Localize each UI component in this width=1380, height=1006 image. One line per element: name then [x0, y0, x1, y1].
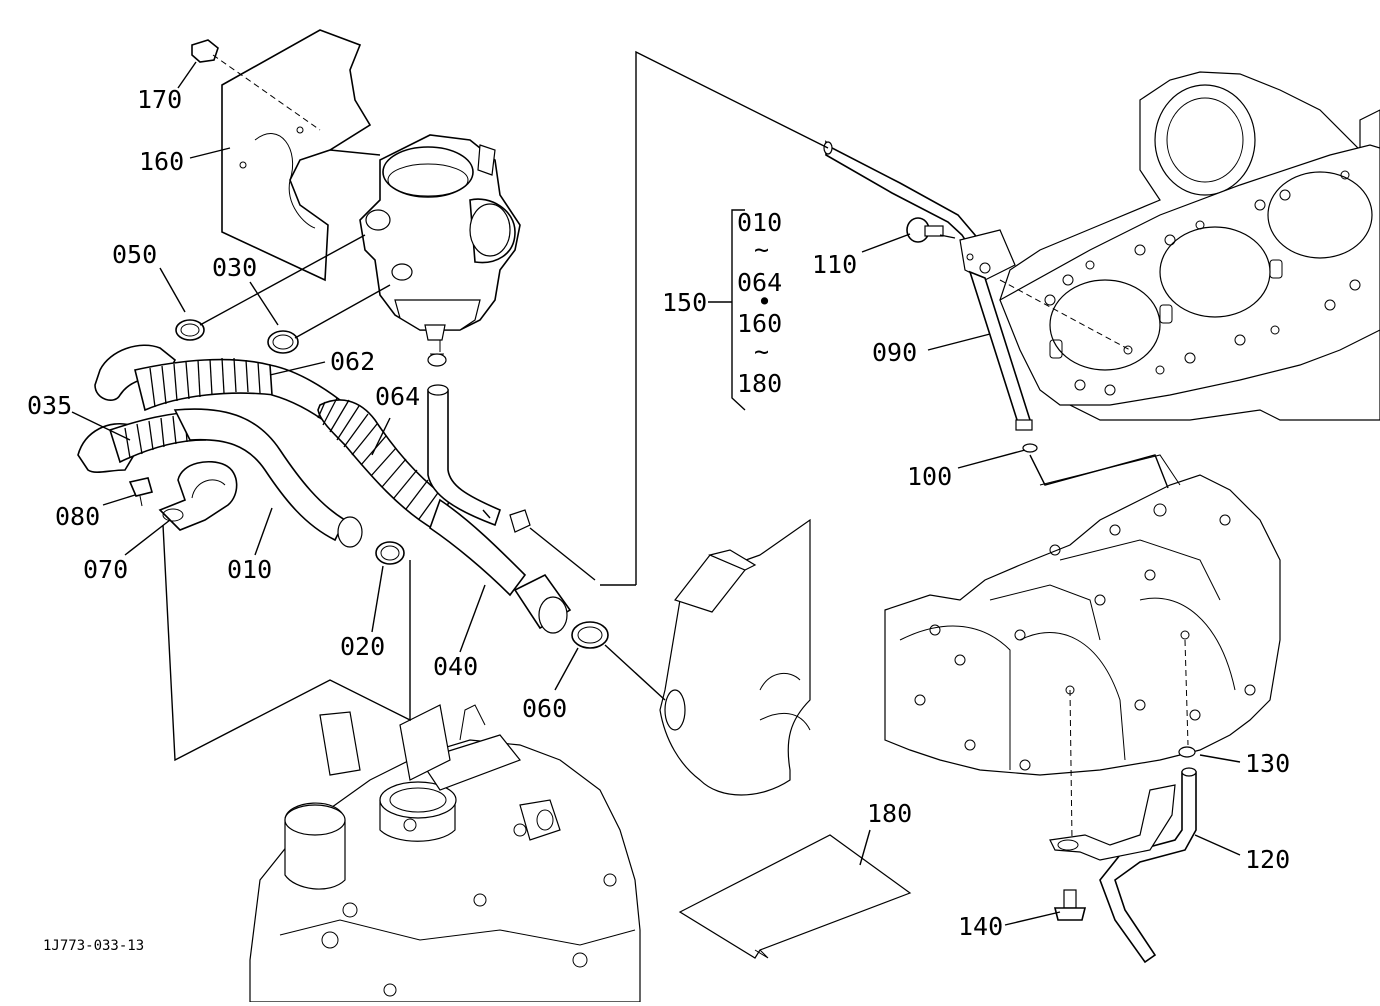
callout-090: 090: [872, 338, 917, 367]
group-150-item: 180: [737, 369, 782, 398]
callout-070: 070: [83, 555, 128, 584]
clip-020: [375, 541, 405, 565]
clip-030: [267, 330, 299, 354]
callout-140: 140: [958, 912, 1003, 941]
group-150-item: 064: [737, 268, 782, 297]
group-150-item: 160: [737, 309, 782, 338]
crankcase-block: [884, 454, 1281, 841]
group-150-item: ~: [754, 337, 769, 366]
callout-130: 130: [1245, 749, 1290, 778]
group-150-bracket: [708, 209, 746, 411]
clip-060: [571, 621, 609, 649]
pipe-120: [1049, 767, 1197, 964]
group-150-item: 010: [737, 208, 782, 237]
callout-100: 100: [907, 462, 952, 491]
oil-separator: [359, 134, 521, 341]
group-150-item: ~: [754, 235, 769, 264]
callout-020: 020: [340, 632, 385, 661]
tube-vertical: [427, 384, 501, 527]
bolt-110: [906, 217, 944, 243]
bolt-170: [191, 39, 219, 63]
bolt-140: [1053, 889, 1087, 921]
callout-030: 030: [212, 253, 257, 282]
callout-035: 035: [27, 391, 72, 420]
clip-small-lower: [509, 509, 531, 533]
callout-080: 080: [55, 502, 100, 531]
callout-064: 064: [375, 382, 420, 411]
bolt-080: [128, 477, 153, 507]
intake-pipe: [659, 518, 811, 796]
clamp-070: [158, 461, 238, 531]
valve-cover: [249, 704, 641, 1003]
pipe-040: [429, 498, 572, 634]
callout-120: 120: [1245, 845, 1290, 874]
pipe-090: [823, 140, 1033, 431]
callout-110: 110: [812, 250, 857, 279]
hose-010: [173, 408, 363, 548]
bracket-160: [221, 29, 372, 282]
callout-150: 150: [662, 288, 707, 317]
group-150-item: •: [757, 287, 772, 316]
cylinder-head-gasket: [999, 71, 1380, 421]
callout-040: 040: [433, 652, 478, 681]
o-ring-100: [1022, 443, 1038, 453]
clip-050: [175, 319, 205, 341]
diagram-id: 1J773-033-13: [43, 938, 144, 954]
callout-062: 062: [330, 347, 375, 376]
label-sheet-180: [678, 834, 912, 959]
callout-170: 170: [137, 85, 182, 114]
callout-060: 060: [522, 694, 567, 723]
callout-180: 180: [867, 799, 912, 828]
clip-small-upper: [427, 353, 447, 367]
callout-160: 160: [139, 147, 184, 176]
callout-050: 050: [112, 240, 157, 269]
leader-lines: [71, 50, 1241, 926]
gasket-130: [1178, 746, 1196, 758]
callout-010: 010: [227, 555, 272, 584]
